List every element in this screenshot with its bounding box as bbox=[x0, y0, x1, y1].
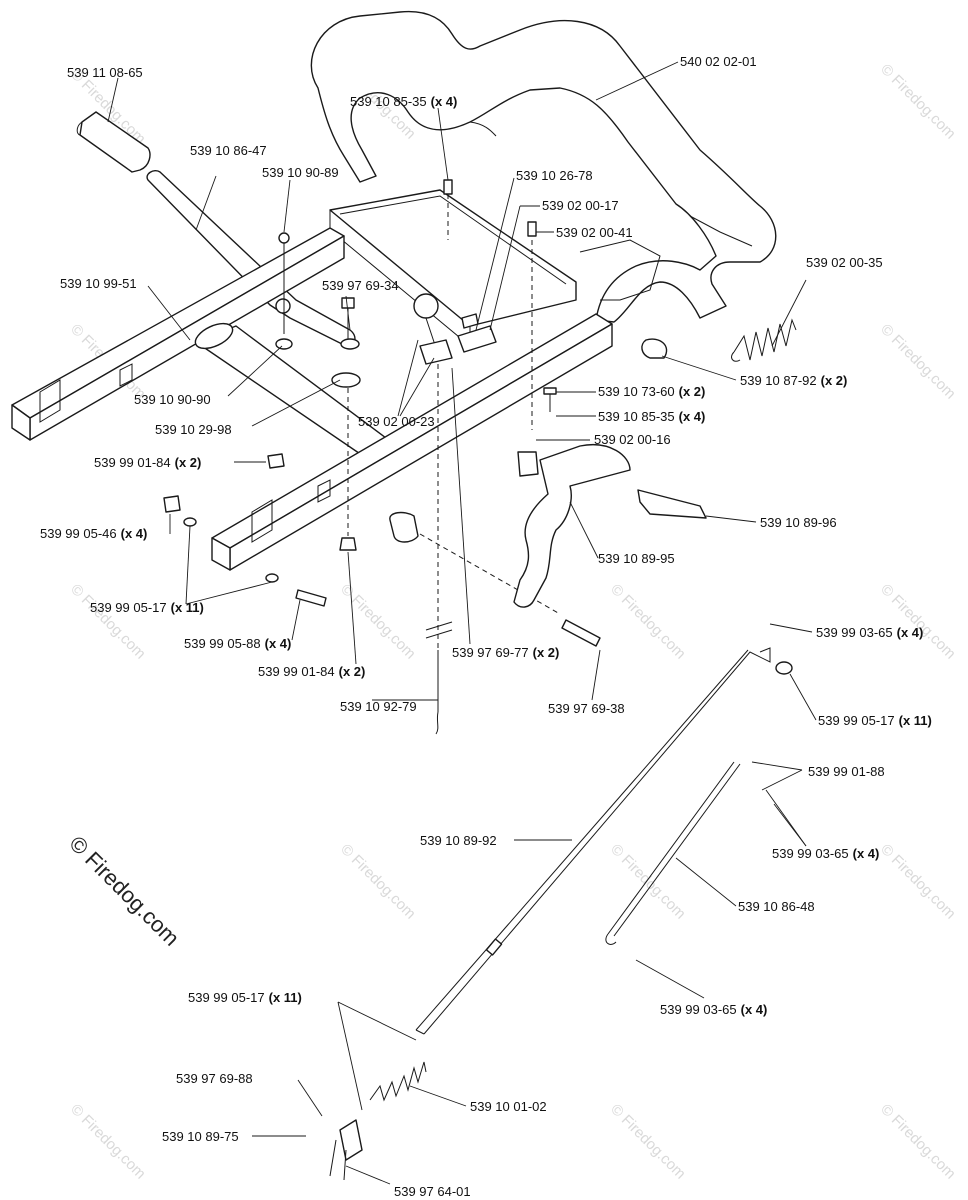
label-539-10-89-92: 539 10 89-92 bbox=[420, 833, 497, 848]
label-539-02-00-17: 539 02 00-17 bbox=[542, 198, 619, 213]
hardware-group bbox=[163, 179, 668, 647]
watermark: © Firedog.com bbox=[877, 61, 959, 143]
label-539-99-05-17-low: 539 99 05-17(x 11) bbox=[188, 990, 302, 1005]
leader-lines bbox=[107, 61, 817, 1185]
label-539-10-90-89: 539 10 90-89 bbox=[262, 165, 339, 180]
label-539-11-08-65: 539 11 08-65 bbox=[67, 65, 143, 80]
cross-tube-part bbox=[194, 322, 395, 463]
label-539-97-69-38: 539 97 69-38 bbox=[548, 701, 625, 716]
label-540-02-02-01: 540 02 02-01 bbox=[680, 54, 757, 69]
label-539-10-01-02: 539 10 01-02 bbox=[470, 1099, 547, 1114]
label-539-99-01-84-top: 539 99 01-84(x 2) bbox=[94, 455, 201, 470]
label-539-10-87-92: 539 10 87-92(x 2) bbox=[740, 373, 847, 388]
label-539-99-05-17-right: 539 99 05-17(x 11) bbox=[818, 713, 932, 728]
watermark: © Firedog.com bbox=[337, 841, 419, 923]
watermark: © Firedog.com bbox=[877, 321, 959, 403]
label-539-10-90-90: 539 10 90-90 bbox=[134, 392, 211, 407]
label-539-10-26-78: 539 10 26-78 bbox=[516, 168, 593, 183]
front-rail-part bbox=[211, 313, 613, 571]
label-539-10-89-96: 539 10 89-96 bbox=[760, 515, 837, 530]
watermark: © Firedog.com bbox=[877, 841, 959, 923]
label-539-02-00-16: 539 02 00-16 bbox=[594, 432, 671, 447]
label-539-97-69-34: 539 97 69-34 bbox=[322, 278, 399, 293]
bumper-part bbox=[310, 10, 777, 323]
spring-part bbox=[731, 318, 797, 362]
label-539-10-85-35-mid: 539 10 85-35(x 4) bbox=[598, 409, 705, 424]
label-539-99-03-65-mid: 539 99 03-65(x 4) bbox=[772, 846, 879, 861]
label-539-99-01-84-bot: 539 99 01-84(x 2) bbox=[258, 664, 365, 679]
watermark: © Firedog.com bbox=[67, 1101, 149, 1183]
label-539-10-73-60: 539 10 73-60(x 2) bbox=[598, 384, 705, 399]
label-539-97-64-01: 539 97 64-01 bbox=[394, 1184, 471, 1199]
grip-part bbox=[76, 111, 151, 173]
label-539-10-92-79: 539 10 92-79 bbox=[340, 699, 417, 714]
label-539-97-69-77: 539 97 69-77(x 2) bbox=[452, 645, 559, 660]
rear-rail-part bbox=[11, 227, 345, 441]
label-539-10-89-75: 539 10 89-75 bbox=[162, 1129, 239, 1144]
watermark: © Firedog.com bbox=[607, 841, 689, 923]
label-539-99-03-65-top: 539 99 03-65(x 4) bbox=[816, 625, 923, 640]
pedal-part bbox=[513, 444, 707, 608]
watermark: © Firedog.com bbox=[877, 581, 959, 663]
label-539-97-69-88: 539 97 69-88 bbox=[176, 1071, 253, 1086]
label-539-99-05-88: 539 99 05-88(x 4) bbox=[184, 636, 291, 651]
label-539-02-00-41: 539 02 00-41 bbox=[556, 225, 633, 240]
label-539-10-85-35-top: 539 10 85-35(x 4) bbox=[350, 94, 457, 109]
watermark: © Firedog.com bbox=[67, 581, 149, 663]
watermark: © Firedog.com bbox=[877, 1101, 959, 1183]
label-539-99-03-65-bot: 539 99 03-65(x 4) bbox=[660, 1002, 767, 1017]
labels: 539 11 08-65 540 02 02-01 539 10 85-35(x… bbox=[40, 54, 932, 1199]
watermark: © Firedog.com bbox=[607, 581, 689, 663]
spring-assembly-part bbox=[329, 1061, 427, 1181]
label-539-10-99-51: 539 10 99-51 bbox=[60, 276, 137, 291]
control-lever-part bbox=[413, 293, 497, 735]
label-539-10-86-47: 539 10 86-47 bbox=[190, 143, 267, 158]
watermark: © Firedog.com bbox=[607, 1101, 689, 1183]
label-539-10-29-98: 539 10 29-98 bbox=[155, 422, 232, 437]
label-539-99-05-46: 539 99 05-46(x 4) bbox=[40, 526, 147, 541]
label-539-10-89-95: 539 10 89-95 bbox=[598, 551, 675, 566]
rods-part bbox=[415, 647, 793, 1035]
watermark: © Firedog.com bbox=[337, 581, 419, 663]
label-539-02-00-35: 539 02 00-35 bbox=[806, 255, 883, 270]
label-539-99-05-17-left: 539 99 05-17(x 11) bbox=[90, 600, 204, 615]
label-539-99-01-88: 539 99 01-88 bbox=[808, 764, 885, 779]
label-539-02-00-23: 539 02 00-23 bbox=[358, 414, 435, 429]
copyright-text: © Firedog.com bbox=[64, 831, 184, 951]
label-539-10-86-48: 539 10 86-48 bbox=[738, 899, 815, 914]
